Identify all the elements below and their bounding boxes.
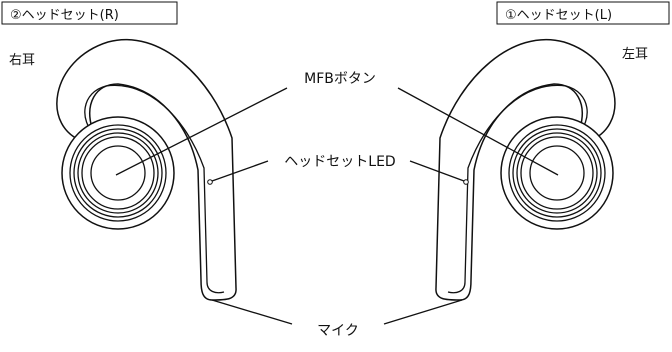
- right-ear-label: 右耳: [9, 53, 35, 68]
- mic-leader-right: [211, 299, 293, 325]
- mfb-leader-left: [397, 87, 559, 176]
- microphone-label: マイク: [317, 323, 359, 339]
- right-ear-hook-inner: [84, 84, 225, 294]
- right-headset: [56, 39, 237, 301]
- mfb-button-label: MFBボタン: [304, 71, 376, 87]
- right-ear-hook: [56, 39, 237, 301]
- left-ear-hook: [435, 39, 616, 301]
- left-mfb-button: [529, 145, 585, 201]
- left-headset: [435, 39, 616, 301]
- left-headset-title: ①ヘッドセット(L): [505, 8, 612, 23]
- mfb-leader-right: [115, 87, 288, 176]
- led-leader-left: [409, 160, 465, 182]
- right-mfb-button: [90, 145, 146, 201]
- right-headset-title: ②ヘッドセット(R): [10, 8, 119, 23]
- right-headset-title-box: ②ヘッドセット(R): [1, 1, 178, 25]
- right-led-dot: [207, 179, 213, 185]
- left-earbud-outer: [500, 116, 614, 230]
- led-leader-right: [211, 160, 269, 182]
- left-ear-label: 左耳: [622, 47, 648, 62]
- right-earbud-outer: [61, 116, 175, 230]
- mic-leader-left: [383, 299, 463, 325]
- left-ear-hook-inner: [447, 84, 588, 294]
- left-headset-title-box: ①ヘッドセット(L): [496, 1, 670, 25]
- left-led-dot: [463, 179, 469, 185]
- headset-led-label: ヘッドセットLED: [284, 154, 395, 170]
